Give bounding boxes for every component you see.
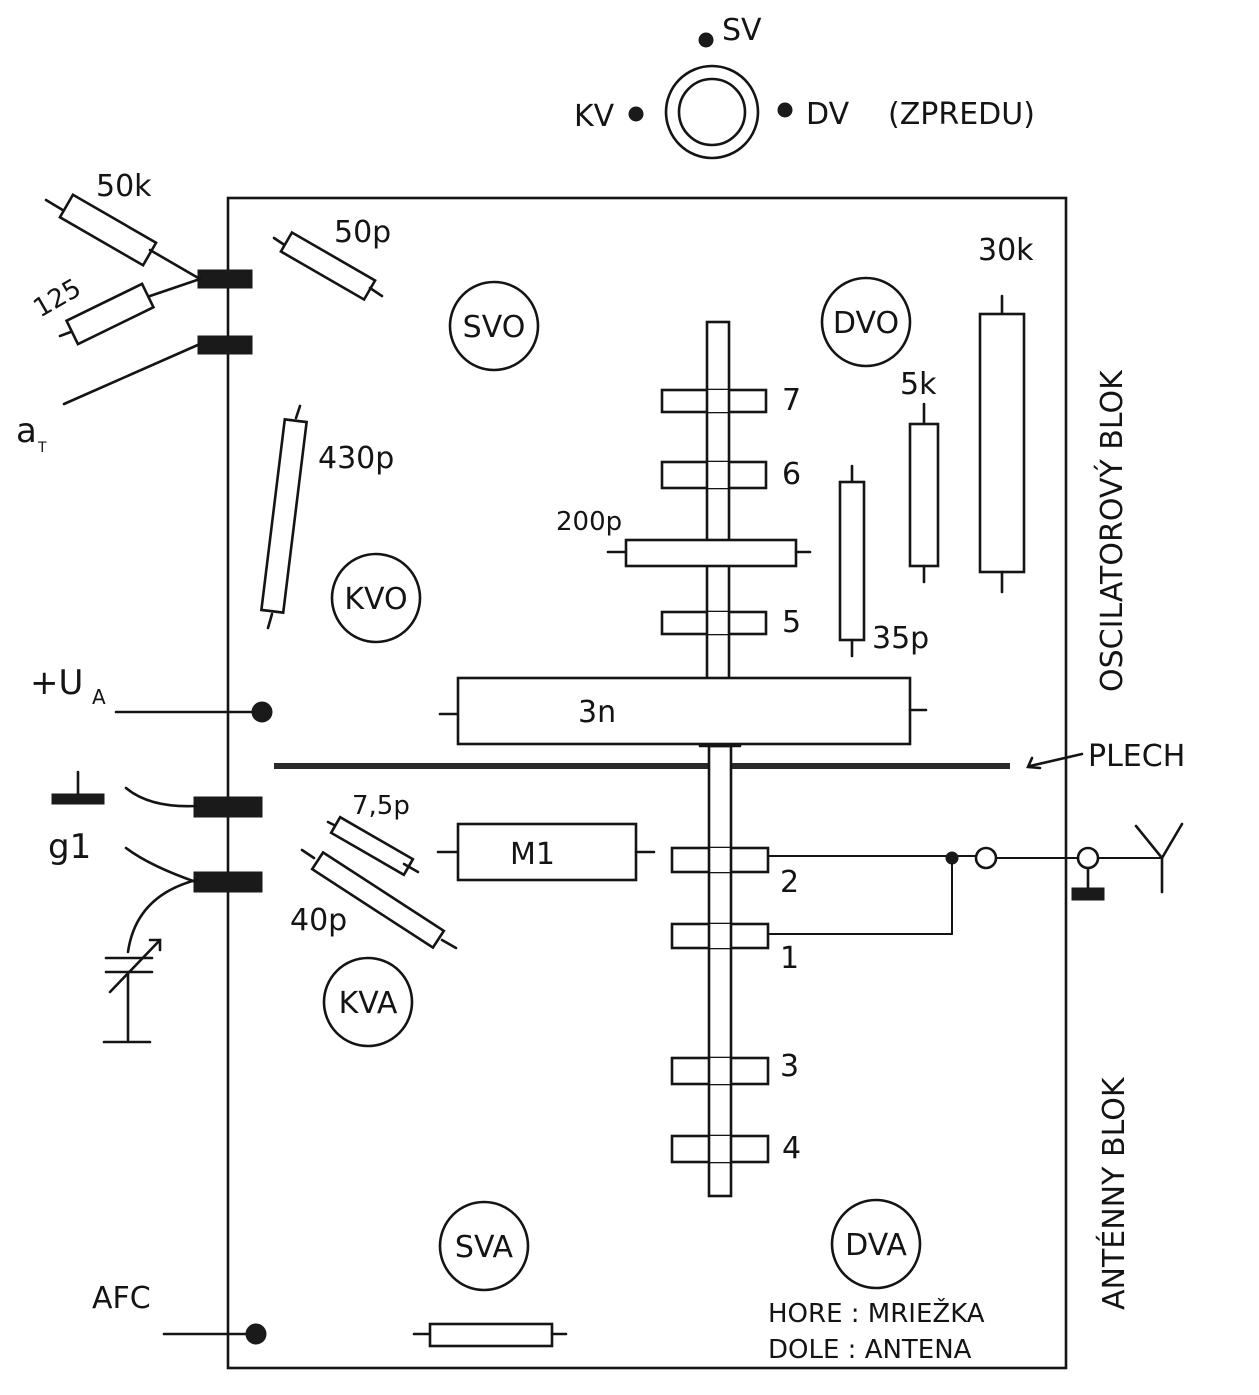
shield-plate: PLECH xyxy=(274,739,1185,774)
terminal-lug-ground xyxy=(193,796,263,818)
label-svo: SVO xyxy=(463,310,526,345)
label-50p: 50p xyxy=(334,215,391,250)
capacitor-200p xyxy=(624,538,798,568)
label-5k: 5k xyxy=(900,367,937,402)
terminal-lug-g1 xyxy=(193,871,263,893)
antenna-icon xyxy=(1134,822,1184,894)
switch-inner-ring xyxy=(677,77,747,147)
label-at: a xyxy=(16,411,37,451)
switch-contact-sv xyxy=(698,32,714,48)
label-200p: 200p xyxy=(556,507,622,537)
chassis-outline xyxy=(226,196,1068,1370)
label-ua: +U xyxy=(30,663,83,703)
label-plech: PLECH xyxy=(1088,739,1185,774)
label-kv: KV xyxy=(574,99,615,134)
resistor-bottom xyxy=(428,1322,554,1348)
label-pin-5: 5 xyxy=(782,605,801,640)
label-sva: SVA xyxy=(455,1230,514,1265)
switch-contact-dv xyxy=(777,102,793,118)
capacitor-50p xyxy=(279,230,377,302)
label-dva: DVA xyxy=(845,1228,907,1263)
label-kvo: KVO xyxy=(344,582,407,617)
label-430p: 430p xyxy=(318,441,394,476)
label-pin-1: 1 xyxy=(780,941,799,976)
label-pin-6: 6 xyxy=(782,457,801,492)
resistor-m1 xyxy=(456,822,638,882)
label-kva: KVA xyxy=(339,986,398,1021)
label-dv: DV xyxy=(806,97,850,132)
label-ua-sub: A xyxy=(92,685,106,709)
oscillator-block: 50p 430p SVO DVO KVO 7 6 5 20 xyxy=(259,215,1034,746)
terminal-lug-at xyxy=(197,335,253,355)
resistor-50k xyxy=(58,192,158,268)
coil-svo xyxy=(448,280,540,372)
left-terminals: 50k 125 a T +U A g1 xyxy=(16,169,273,1345)
plech-arrow xyxy=(1028,752,1084,768)
oscillator-block-title: OSCILATOROVÝ BLOK xyxy=(1094,369,1130,692)
antenna-ground-lug xyxy=(1071,887,1105,901)
ground-symbol xyxy=(51,770,105,805)
label-front-view-note: (ZPREDU) xyxy=(888,97,1035,132)
label-30k: 30k xyxy=(978,233,1034,268)
wave-switch: SV KV DV (ZPREDU) xyxy=(574,13,1035,160)
label-pin-4: 4 xyxy=(782,1131,801,1166)
switch-contact-kv xyxy=(628,106,644,122)
coil-kvo xyxy=(330,552,422,644)
label-afc: AFC xyxy=(92,1281,151,1316)
label-m1: M1 xyxy=(510,837,555,872)
coil-sva xyxy=(438,1200,530,1292)
feedthrough-ring-inner xyxy=(974,846,998,870)
label-pin-3: 3 xyxy=(780,1049,799,1084)
wafer-switch-shaft-antenna xyxy=(707,744,733,1198)
terminal-lug-top xyxy=(197,269,253,289)
terminal-ua xyxy=(251,701,273,723)
feedthrough-ring-outer xyxy=(1076,846,1100,870)
label-dvo: DVO xyxy=(833,306,899,341)
label-g1: g1 xyxy=(48,827,91,867)
resistor-5k xyxy=(908,422,940,568)
coil-kva xyxy=(322,956,414,1048)
junction-dot xyxy=(945,851,959,865)
label-50k: 50k xyxy=(96,169,152,204)
coil-dva xyxy=(830,1198,922,1290)
capacitor-40p xyxy=(310,850,446,950)
antenna-block-title: ANTÉNNY BLOK xyxy=(1096,1076,1132,1310)
resistor-125 xyxy=(64,282,156,346)
label-at-sub: T xyxy=(37,440,47,456)
terminal-afc xyxy=(245,1323,267,1345)
capacitor-430p xyxy=(259,417,309,615)
capacitor-35p xyxy=(838,480,866,642)
label-pin-2: 2 xyxy=(780,865,799,900)
label-pin-7: 7 xyxy=(782,383,801,418)
switch-outer-ring xyxy=(664,64,760,160)
label-7-5p: 7,5p xyxy=(352,791,410,821)
trimmer-capacitor xyxy=(102,878,198,1044)
coil-dvo xyxy=(820,276,912,368)
label-3n: 3n xyxy=(578,695,616,730)
note-bottom-antenna: DOLE : ANTENA xyxy=(768,1335,972,1365)
label-sv: SV xyxy=(722,13,762,48)
resistor-30k xyxy=(978,312,1026,574)
antenna-block: 2 1 3 4 7,5p xyxy=(290,744,1184,1365)
label-35p: 35p xyxy=(872,621,929,656)
capacitor-3n xyxy=(456,676,912,746)
label-40p: 40p xyxy=(290,903,347,938)
note-top-grid: HORE : MRIEŽKA xyxy=(768,1297,985,1329)
